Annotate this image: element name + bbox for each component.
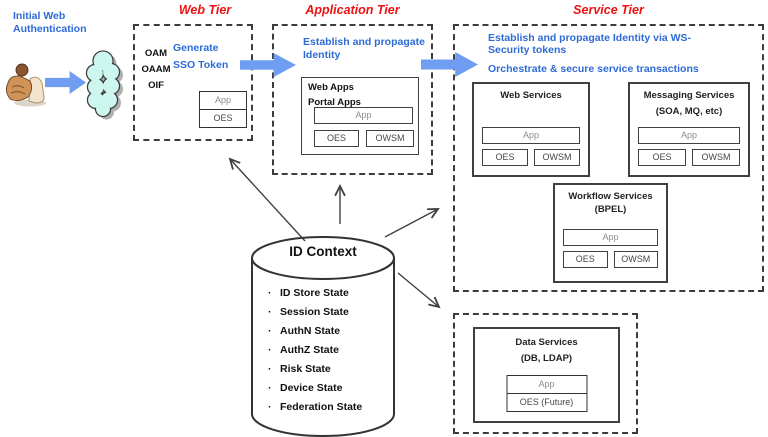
web-apps-label: Web Apps <box>308 82 354 93</box>
data-services-app-stack: App OES (Future) <box>506 375 587 412</box>
data-services-app-cell: App <box>507 376 586 394</box>
app-bar: App <box>314 107 413 124</box>
cloud-icon <box>85 50 121 118</box>
service-tier-action1-line2: Security tokens <box>488 44 567 56</box>
owsm-bar: OWSM <box>366 130 414 147</box>
id-context-item: Risk State <box>266 360 388 379</box>
web-tier-components: OAM OAAM OIF <box>134 46 178 94</box>
id-context-item: AuthN State <box>266 322 388 341</box>
messaging-services-subtitle: (SOA, MQ, etc) <box>655 105 723 117</box>
component-oif: OIF <box>148 80 164 91</box>
application-tier-action: Establish and propagate Identity <box>303 36 425 61</box>
service-tier-title: Service Tier <box>573 3 644 17</box>
app-bar: App <box>563 229 658 246</box>
owsm-bar: OWSM <box>534 149 580 166</box>
data-services-box: Data Services (DB, LDAP) App OES (Future… <box>473 327 620 423</box>
workflow-services-box: Workflow Services (BPEL) App OES OWSM <box>553 183 668 283</box>
cloud-fill-overlay <box>87 51 119 116</box>
web-services-title: Web Services <box>500 90 562 101</box>
arrow-idcontext-to-dataservices <box>397 272 439 307</box>
web-tier-oes-cell: OES <box>213 113 233 123</box>
id-context-item: Session State <box>266 303 388 322</box>
web-tier-app-stack: App OES <box>199 91 247 128</box>
web-tier-title: Web Tier <box>178 3 232 17</box>
initial-flow-arrow <box>45 71 86 94</box>
web-tier-box <box>133 24 253 141</box>
id-context-list: ID Store State Session State AuthN State… <box>266 284 388 417</box>
data-services-oes-cell: OES (Future) <box>519 397 574 407</box>
cloud-shadow <box>90 54 123 120</box>
data-services-subtitle: (DB, LDAP) <box>520 352 573 364</box>
oes-bar: OES <box>482 149 528 166</box>
data-services-title: Data Services <box>515 337 578 348</box>
oes-bar: OES <box>563 251 608 268</box>
id-context-item: AuthZ State <box>266 341 388 360</box>
owsm-bar: OWSM <box>613 251 658 268</box>
web-tier-app-cell: App <box>200 92 246 110</box>
app-bar: App <box>638 127 740 144</box>
service-tier-action1: Establish and propagate Identity via WS-… <box>488 32 750 56</box>
person-icon <box>5 63 46 107</box>
portal-apps-label: Portal Apps <box>308 97 361 108</box>
component-oam: OAM <box>144 48 168 59</box>
web-tier-action-line1: Generate <box>173 42 219 54</box>
workflow-services-subtitle: (BPEL) <box>594 203 627 215</box>
application-tier-title: Application Tier <box>305 3 400 17</box>
web-services-box: Web Services App OES OWSM <box>472 82 590 177</box>
application-tier-box <box>272 24 433 175</box>
id-context-item: Device State <box>266 379 388 398</box>
web-apps-box: Web Apps Portal Apps App OES OWSM <box>301 77 419 155</box>
id-context-item: Federation State <box>266 398 388 417</box>
oes-bar: OES <box>314 130 359 147</box>
web-tier-action-line2: SSO Token <box>173 59 229 71</box>
service-tier-action1-line1: Establish and propagate Identity via WS- <box>488 32 692 44</box>
messaging-services-box: Messaging Services (SOA, MQ, etc) App OE… <box>628 82 750 177</box>
messaging-services-title: Messaging Services <box>643 90 735 101</box>
id-context-title: ID Context <box>289 244 357 259</box>
service-tier-action2: Orchestrate & secure service transaction… <box>488 63 699 75</box>
arrow-idcontext-to-servicetier <box>384 209 438 238</box>
data-services-outer-box <box>453 313 638 434</box>
app-bar: App <box>482 127 580 144</box>
service-tier-box <box>453 24 764 292</box>
oes-bar: OES <box>638 149 686 166</box>
web-tier-action: Generate SSO Token <box>173 40 228 74</box>
owsm-bar: OWSM <box>692 149 740 166</box>
id-context-item: ID Store State <box>266 284 388 303</box>
initial-web-auth-label: Initial Web Authentication <box>13 10 87 35</box>
component-oaam: OAAM <box>141 64 171 75</box>
workflow-services-title: Workflow Services <box>568 191 653 202</box>
